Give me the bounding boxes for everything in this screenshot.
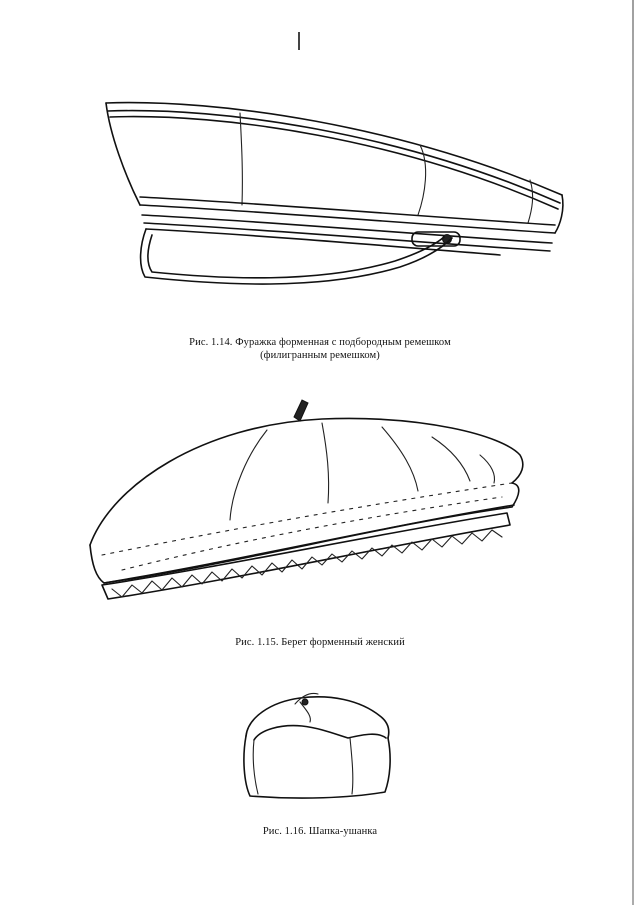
scan-artifact-mark	[298, 32, 300, 50]
figure-ushanka	[240, 688, 400, 800]
figure-caption: Рис. 1.14. Фуражка форменная с подбородн…	[0, 336, 640, 362]
caption-line: Рис. 1.15. Берет форменный женский	[235, 637, 405, 648]
figure-caption: Рис. 1.15. Берет форменный женский	[0, 636, 640, 649]
figure-beret	[82, 395, 527, 615]
peaked-cap-drawing	[105, 101, 564, 285]
ushanka-drawing	[243, 692, 391, 799]
caption-line: Рис. 1.16. Шапка-ушанка	[262, 826, 378, 837]
figure-peaked-cap	[100, 95, 570, 315]
figure-caption: Рис. 1.16. Шапка-ушанка	[0, 825, 640, 838]
caption-line: (филигранным ремешком)	[260, 350, 380, 361]
beret-drawing	[89, 399, 524, 600]
scan-page-edge	[632, 0, 634, 905]
caption-line: Рис. 1.14. Фуражка форменная с подбородн…	[189, 337, 451, 348]
